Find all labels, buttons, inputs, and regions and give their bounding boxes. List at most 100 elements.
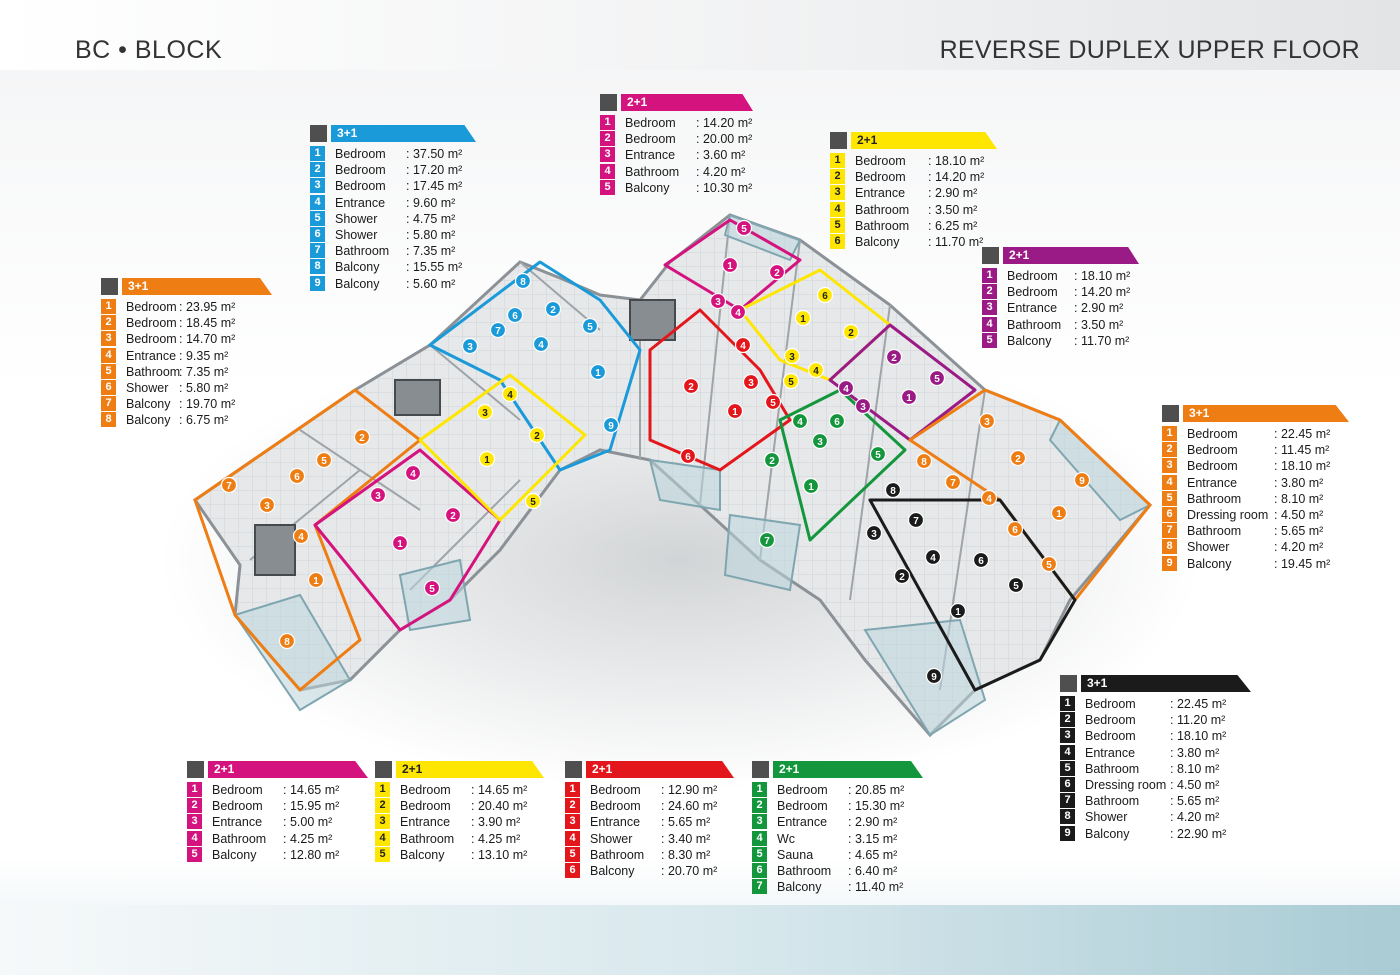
room-marker-number: 2 [899,572,905,583]
room-area: : 8.10 m² [1170,761,1220,776]
room-name: Bedroom [126,332,177,347]
legend-type-tag: 3+1 [122,278,272,295]
room-marker-dot [915,452,933,470]
room-number-badge: 2 [101,315,116,331]
room-name: Bathroom [1085,761,1140,776]
legend-header: 3+1 [101,278,272,295]
legend-header: 2+1 [600,94,771,111]
room-marker-number: 7 [764,536,770,547]
room-area: : 23.95 m² [179,300,236,314]
room-name: Bedroom [1085,713,1136,728]
room-marker-number: 1 [800,314,806,325]
room-name: Shower [335,211,378,226]
room-area: : 5.00 m² [283,815,333,830]
room-number-badge: 2 [310,162,325,178]
room-marker: 3 [709,292,727,310]
room-marker: 3 [476,403,494,421]
room-number-badge: 2 [1060,712,1075,728]
room-marker-number: 1 [906,393,912,404]
outline-red-2-1 [648,308,792,472]
room-marker: 4 [404,464,422,482]
room-marker: 7 [489,321,507,339]
room-marker: 6 [816,286,834,304]
room-marker-number: 8 [284,637,290,648]
room-marker: 5 [1007,576,1025,594]
room-marker-dot [928,369,946,387]
room-marker: 5 [581,317,599,335]
room-marker-dot [726,402,744,420]
room-marker: 2 [763,451,781,469]
room-marker-number: 5 [741,224,747,235]
room-marker-number: 2 [774,268,780,279]
room-name: Bedroom [777,799,828,814]
room-name: Wc [777,831,796,846]
room-marker-dot [763,451,781,469]
room-marker-dot [907,511,925,529]
room-number-badge: 4 [101,347,116,363]
room-number-badge: 1 [187,782,202,797]
room-marker: 2 [842,323,860,341]
room-marker-number: 7 [950,478,956,489]
room-number-badge: 4 [600,163,615,179]
room-marker-number: 4 [410,469,416,480]
room-number-badge: 7 [1060,793,1075,809]
room-marker-number: 5 [321,456,327,467]
room-marker-dot [802,477,820,495]
room-marker-dot [884,481,902,499]
room-marker: 6 [1006,520,1024,538]
room-number-badge: 4 [1060,744,1075,760]
room-number-badge: 2 [830,169,845,185]
room-marker-dot [816,286,834,304]
room-area: : 7.35 m² [179,364,229,379]
room-marker-dot [315,451,333,469]
room-number-badge: 4 [375,830,390,846]
room-area: : 19.45 m² [1274,556,1331,571]
room-marker-dot [900,388,918,406]
room-marker: 2 [528,426,546,444]
legend-type-tag: 3+1 [1081,675,1251,692]
legend-type-tag: 3+1 [331,125,476,142]
room-marker-number: 9 [1079,476,1085,487]
stair-cores [254,299,676,576]
room-name: Dressing room [1085,777,1167,792]
room-name: Shower [590,831,633,846]
room-marker-number: 3 [817,437,823,448]
legend-square-icon [600,94,617,111]
room-marker-number: 3 [264,501,270,512]
legend-type-tag: 2+1 [396,761,544,778]
room-area: : 4.75 m² [406,211,456,226]
room-area: : 12.80 m² [283,847,340,862]
room-name: Balcony [1085,826,1130,841]
room-number-badge: 3 [752,814,767,830]
room-name: Dressing room [1187,507,1269,522]
room-marker: 6 [679,447,697,465]
room-marker: 3 [865,524,883,542]
room-name: Entrance [400,815,451,830]
room-marker-number: 6 [822,291,828,302]
outline-yellow-bottom-2-1 [418,373,587,522]
room-marker: 1 [794,309,812,327]
room-name: Bedroom [400,799,451,814]
room-number-badge: 6 [565,862,580,878]
room-area: : 7.35 m² [406,244,456,259]
